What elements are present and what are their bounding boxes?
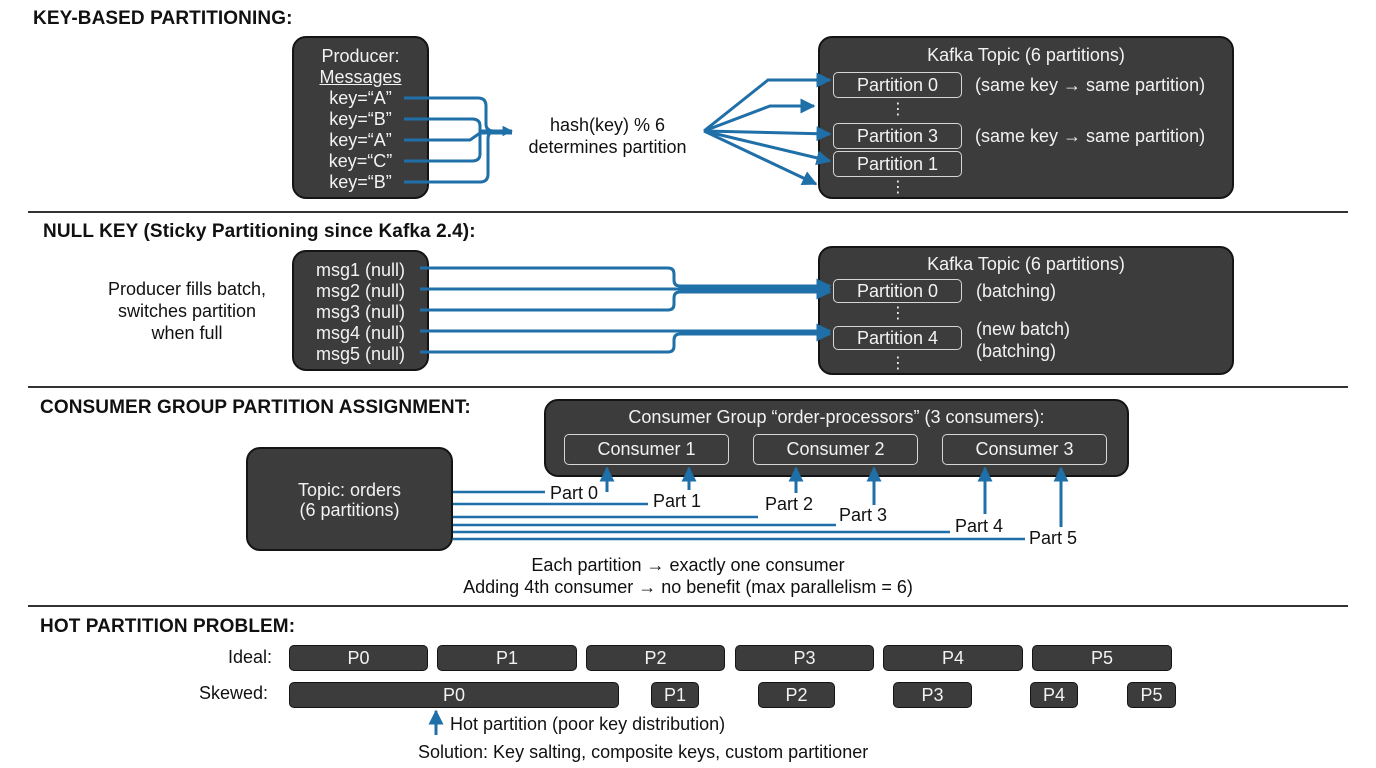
- section-divider: [28, 605, 1348, 607]
- solution-note: Solution: Key salting, composite keys, c…: [418, 742, 869, 762]
- message-key-2: key=“B”: [329, 109, 392, 129]
- part-label: Part 0: [550, 483, 599, 503]
- producer-title: Producer:: [321, 46, 400, 66]
- skewed-partition-bar: P1: [651, 682, 699, 708]
- sticky-line-1: Producer fills batch,: [107, 279, 267, 299]
- hot-partition-note: Hot partition (poor key distribution): [450, 714, 726, 734]
- partition-note: (same key → same partition): [975, 75, 1206, 95]
- null-key-heading: NULL KEY (Sticky Partitioning since Kafk…: [43, 221, 476, 242]
- orders-topic-box: Topic: orders (6 partitions): [246, 447, 453, 551]
- kafka-topic-title: Kafka Topic (6 partitions): [927, 254, 1125, 274]
- consumer-pill: Consumer 3: [942, 434, 1107, 465]
- sticky-explanation: Producer fills batch, switches partition…: [80, 278, 294, 344]
- sticky-line-3: when full: [151, 323, 223, 343]
- consumer-pill: Consumer 2: [753, 434, 918, 465]
- part-label: Part 1: [653, 491, 702, 511]
- kafka-topic-title: Kafka Topic (6 partitions): [927, 45, 1125, 65]
- partition-pill: Partition 4: [833, 326, 962, 350]
- ideal-partition-bar: P3: [735, 645, 874, 671]
- key-to-hash-arrows: [404, 96, 514, 184]
- partition-pill: Partition 0: [833, 279, 962, 303]
- ideal-partition-bar: P5: [1032, 645, 1172, 671]
- ideal-partition-bar: P0: [289, 645, 428, 671]
- null-message: msg2 (null): [315, 281, 406, 301]
- hash-function-label: hash(key) % 6 determines partition: [515, 114, 700, 158]
- message-key-3: key=“A”: [329, 130, 392, 150]
- ideal-label: Ideal:: [228, 647, 273, 667]
- null-message: msg3 (null): [315, 302, 406, 322]
- consumer-arrows: [599, 466, 1069, 527]
- partition-note: (new batch): [976, 319, 1071, 339]
- ellipsis-icon: ⋮: [890, 179, 906, 196]
- orders-topic-title: Topic: orders: [297, 480, 402, 500]
- null-messages-box: msg1 (null) msg2 (null) msg3 (null) msg4…: [292, 250, 429, 371]
- skewed-partition-bar: P3: [893, 682, 972, 708]
- ideal-partition-bar: P2: [586, 645, 725, 671]
- part-label: Part 5: [1029, 528, 1078, 548]
- sticky-line-2: switches partition: [117, 301, 257, 321]
- part-label: Part 4: [955, 516, 1004, 536]
- message-key-1: key=“A”: [329, 88, 392, 108]
- section-divider: [28, 386, 1348, 388]
- skewed-label: Skewed:: [199, 683, 269, 703]
- hash-line-2: determines partition: [528, 137, 687, 157]
- message-key-4: key=“C”: [328, 151, 393, 171]
- ellipsis-icon: ⋮: [890, 305, 906, 322]
- null-message: msg1 (null): [315, 260, 406, 280]
- partition-pill: Partition 3: [833, 123, 962, 149]
- partition-pill: Partition 1: [833, 151, 962, 177]
- part-label: Part 2: [765, 494, 814, 514]
- hot-partition-heading: HOT PARTITION PROBLEM:: [40, 616, 296, 637]
- ellipsis-icon: ⋮: [890, 101, 906, 118]
- skewed-partition-bar: P5: [1127, 682, 1176, 708]
- consumer-group-title: Consumer Group “order-processors” (3 con…: [628, 407, 1045, 427]
- assignment-note: Each partition → exactly one consumer Ad…: [400, 554, 976, 598]
- key-based-heading: KEY-BASED PARTITIONING:: [33, 8, 293, 29]
- kafka-topic-box-keyed: Kafka Topic (6 partitions) Partition 0 (…: [818, 36, 1234, 199]
- assignment-note-line-1: Each partition → exactly one consumer: [531, 555, 845, 575]
- ideal-partition-bar: P1: [437, 645, 577, 671]
- hash-line-1: hash(key) % 6: [549, 115, 666, 135]
- partition-note: (same key → same partition): [975, 126, 1206, 146]
- part-label: Part 3: [839, 505, 888, 525]
- consumer-pill: Consumer 1: [564, 434, 729, 465]
- ellipsis-icon: ⋮: [890, 355, 906, 372]
- skewed-partition-bar: P4: [1030, 682, 1078, 708]
- partition-note: (batching): [976, 341, 1057, 361]
- hash-to-partition-arrows: [703, 72, 832, 186]
- section-divider: [28, 211, 1348, 213]
- consumer-group-box: Consumer Group “order-processors” (3 con…: [544, 399, 1129, 477]
- partition-pill: Partition 0: [833, 72, 962, 98]
- null-message: msg4 (null): [315, 323, 406, 343]
- hot-partition-bar: P0: [289, 682, 619, 708]
- partition-assignment-lines: [453, 490, 1025, 541]
- message-key-5: key=“B”: [329, 172, 392, 192]
- consumer-group-heading: CONSUMER GROUP PARTITION ASSIGNMENT:: [40, 397, 471, 418]
- assignment-note-line-2: Adding 4th consumer → no benefit (max pa…: [463, 577, 913, 597]
- producer-subtitle: Messages: [319, 67, 402, 87]
- null-message: msg5 (null): [315, 344, 406, 364]
- skewed-partition-bar: P2: [758, 682, 835, 708]
- kafka-topic-box-null: Kafka Topic (6 partitions) Partition 0 (…: [818, 246, 1234, 375]
- null-message-arrows: [420, 266, 832, 354]
- orders-topic-subtitle: (6 partitions): [299, 500, 400, 520]
- ideal-partition-bar: P4: [883, 645, 1023, 671]
- partition-note: (batching): [976, 281, 1057, 301]
